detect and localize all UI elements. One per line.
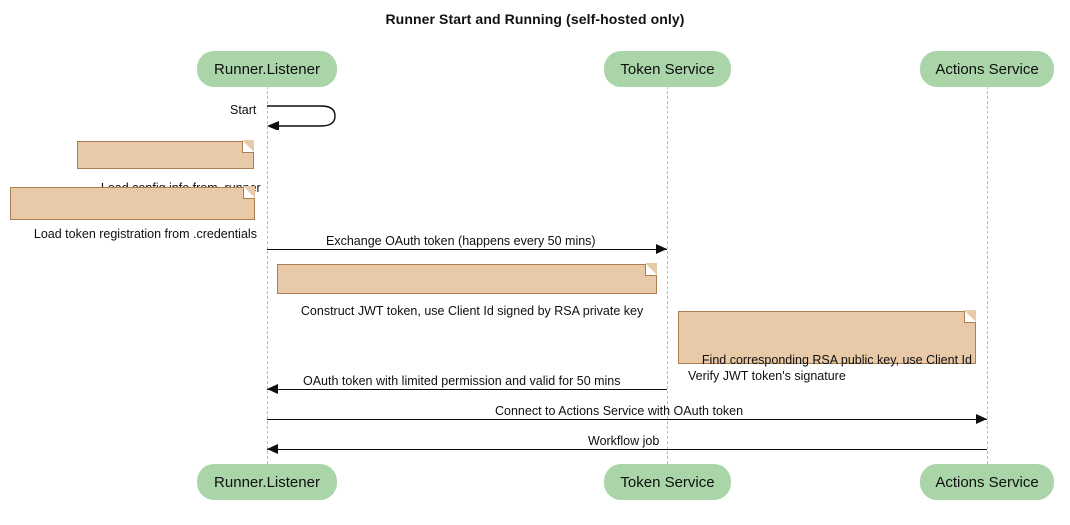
- diagram-title: Runner Start and Running (self-hosted on…: [385, 11, 685, 27]
- participant-token-bottom[interactable]: Token Service: [604, 464, 731, 500]
- message-label-workflow-job: Workflow job: [588, 434, 660, 448]
- participant-token-top[interactable]: Token Service: [604, 51, 731, 87]
- message-arrowhead-exchange-oauth: [656, 244, 667, 254]
- participant-runner-top-label: Runner.Listener: [214, 60, 320, 78]
- participant-actions-top[interactable]: Actions Service: [920, 51, 1054, 87]
- message-arrowhead-workflow-job: [267, 444, 278, 454]
- lifeline-actions: [987, 86, 988, 464]
- message-line-workflow-job: [267, 449, 987, 450]
- note-dogear-icon: [964, 310, 976, 323]
- lifeline-runner: [267, 86, 268, 464]
- message-arrowhead-oauth-token-return: [267, 384, 278, 394]
- note-load-token-registration-text: Load token registration from .credential…: [33, 227, 257, 241]
- note-load-token-registration: Load token registration from .credential…: [10, 186, 257, 241]
- message-line-connect-actions: [267, 419, 987, 420]
- message-label-connect-actions: Connect to Actions Service with OAuth to…: [495, 404, 744, 418]
- message-arrowhead-connect-actions: [976, 414, 987, 424]
- message-arrow-start: [267, 105, 336, 130]
- message-line-exchange-oauth: [267, 249, 667, 250]
- note-construct-jwt: Construct JWT token, use Client Id signe…: [277, 263, 657, 318]
- participant-token-bottom-label: Token Service: [620, 473, 715, 491]
- participant-actions-bottom-label: Actions Service: [935, 473, 1039, 491]
- message-line-oauth-token-return: [267, 389, 667, 390]
- message-label-start: Start: [230, 103, 257, 117]
- note-dogear-icon: [645, 263, 657, 276]
- note-construct-jwt-text: Construct JWT token, use Client Id signe…: [300, 304, 644, 318]
- note-dogear-icon: [242, 140, 254, 153]
- participant-actions-top-label: Actions Service: [935, 60, 1039, 78]
- participant-token-top-label: Token Service: [620, 60, 715, 78]
- message-label-oauth-token-return: OAuth token with limited permission and …: [303, 374, 621, 388]
- message-label-exchange-oauth: Exchange OAuth token (happens every 50 m…: [326, 234, 596, 248]
- note-dogear-icon: [243, 186, 255, 199]
- participant-runner-bottom[interactable]: Runner.Listener: [197, 464, 337, 500]
- participant-runner-bottom-label: Runner.Listener: [214, 473, 320, 491]
- participant-actions-bottom[interactable]: Actions Service: [920, 464, 1054, 500]
- note-verify-jwt-text: Find corresponding RSA public key, use C…: [688, 353, 972, 383]
- lifeline-token: [667, 86, 668, 464]
- note-load-config: Load config info from .runner: [77, 140, 261, 195]
- participant-runner-top[interactable]: Runner.Listener: [197, 51, 337, 87]
- note-verify-jwt: Find corresponding RSA public key, use C…: [678, 310, 976, 383]
